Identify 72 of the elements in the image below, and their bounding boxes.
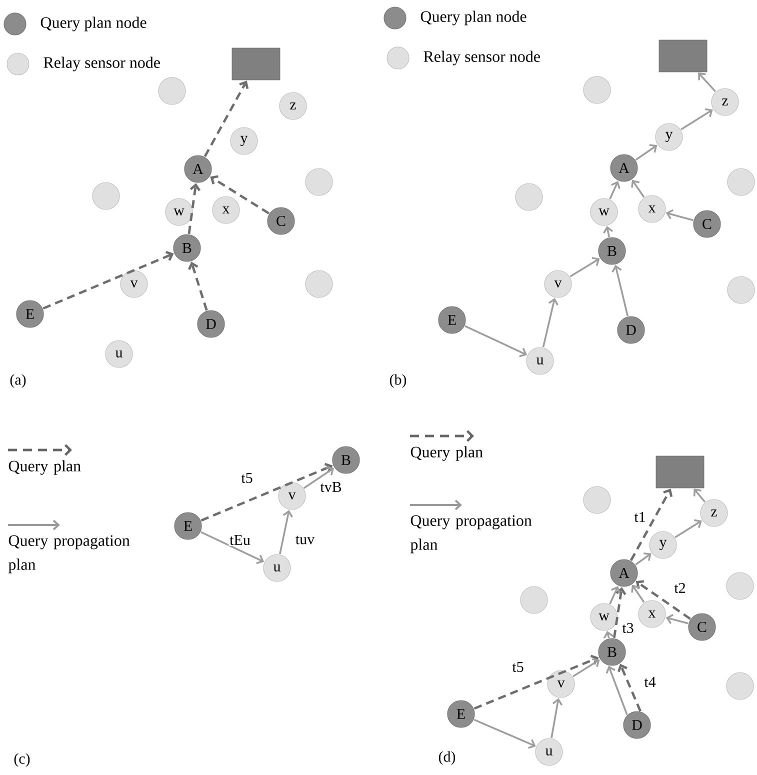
arrow (674, 519, 702, 538)
arrow (464, 325, 528, 358)
legend-label: Query plan node (420, 10, 526, 26)
sensor-circle (305, 168, 333, 196)
arrow (609, 586, 620, 604)
legend-label: Query plan node (40, 16, 146, 32)
edge-label: tuv (294, 534, 316, 546)
legend-label: Query plan (410, 446, 483, 461)
edge-label: t5 (511, 661, 525, 673)
panel-label: (d) (438, 751, 456, 765)
arrow (542, 298, 558, 348)
arrow (666, 209, 694, 222)
arrow (631, 180, 645, 198)
sensor-circle (726, 672, 754, 700)
edge-label: t4 (643, 676, 657, 688)
arrow (474, 718, 536, 749)
arrow (474, 654, 599, 710)
arrow (200, 462, 333, 522)
arrow (602, 226, 614, 238)
legend-label: Relay sensor node (424, 50, 540, 66)
arrow (630, 488, 673, 562)
arrow (635, 552, 652, 566)
arrow (693, 488, 706, 503)
edge-label: t3 (621, 622, 635, 634)
edge-label: tEu (228, 534, 252, 546)
arrow (570, 257, 600, 278)
sensor-circle (305, 270, 333, 298)
edge-label: t5 (240, 472, 254, 484)
panel-label: (c) (14, 753, 30, 767)
arrow (635, 144, 658, 161)
arrow (279, 510, 293, 554)
arrow (204, 80, 249, 158)
sensor-circle (520, 586, 548, 614)
arrow (612, 587, 626, 638)
arrow (572, 658, 600, 678)
sink-box (232, 48, 280, 80)
arrow (636, 580, 691, 620)
arrow (606, 666, 628, 716)
arrow (680, 108, 713, 130)
legend-label: Query plan (8, 460, 81, 475)
sensor-circle (158, 77, 186, 105)
sensor-circle (727, 276, 755, 304)
arrow (188, 262, 208, 311)
edge-label: t1 (633, 510, 647, 524)
sensor-circle (515, 183, 543, 211)
arrow (612, 264, 629, 316)
sensor-circle (583, 486, 611, 514)
sink-box (658, 40, 708, 72)
arrow (603, 630, 614, 639)
legend-label: Relay sensor node (44, 56, 160, 72)
arrow (609, 181, 620, 200)
sensor-circle (92, 182, 120, 210)
edge-label: t2 (673, 582, 687, 594)
arrow (200, 531, 264, 564)
sensor-circle (726, 572, 754, 600)
arrow (666, 614, 688, 624)
sensor-circle (583, 76, 611, 104)
panel-label: (a) (10, 374, 26, 388)
legend-label: Query propagation plan (410, 515, 532, 554)
arrow (631, 584, 645, 603)
edge-label: tvB (319, 481, 343, 493)
legend-label: Query propagation plan (8, 535, 130, 574)
arrow (210, 175, 270, 214)
panel-label: (b) (390, 374, 406, 388)
sink-box (656, 456, 704, 488)
sensor-circle (727, 168, 755, 196)
arrow (303, 466, 334, 489)
arrow (618, 664, 642, 712)
arrow (550, 698, 563, 738)
arrow (188, 183, 201, 234)
arrow (698, 72, 716, 92)
arrow (42, 250, 174, 310)
